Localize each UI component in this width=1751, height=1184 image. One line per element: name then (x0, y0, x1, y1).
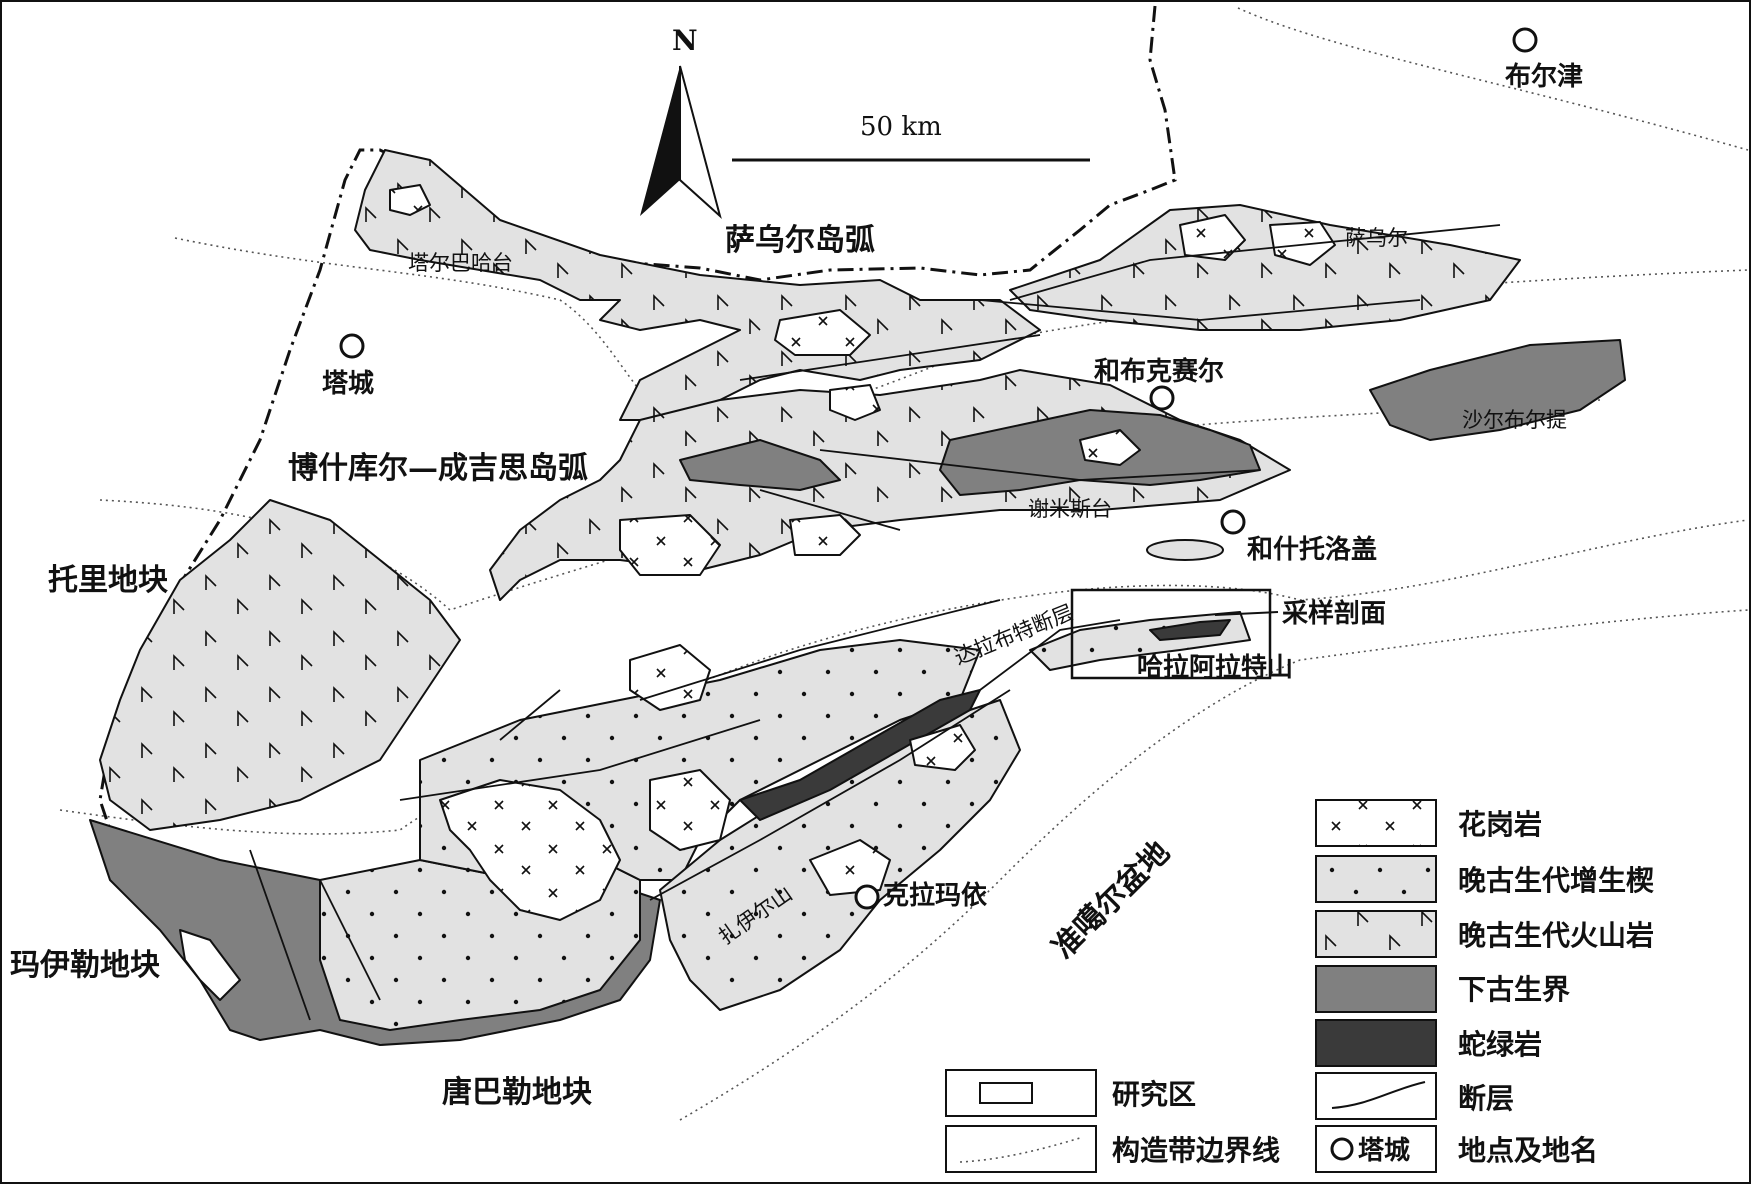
marker-kelamayi (854, 884, 880, 910)
unit-granite-5 (789, 514, 861, 556)
marker-hebukesaier (1149, 385, 1175, 411)
label-buerjin: 布尔津 (1505, 61, 1583, 92)
north-label: N (672, 24, 698, 57)
unit-small-ellipse (1146, 539, 1224, 561)
unit-granite-central (439, 779, 621, 921)
legend-label-granite: 花岗岩 (1458, 808, 1542, 841)
legend-swatch-lower-paleozoic (1315, 965, 1437, 1013)
label-shaerbuerti: 沙尔布尔提 (1462, 408, 1567, 432)
place-markers (339, 27, 1538, 910)
label-tangbale: 唐巴勒地块 (442, 1075, 592, 1110)
marker-buerjin (1512, 27, 1538, 53)
unit-granite-13 (389, 184, 431, 216)
legend-label-volcanic: 晚古生代火山岩 (1458, 919, 1654, 952)
label-tacheng: 塔城 (322, 369, 374, 399)
label-taerbahatai: 塔尔巴哈台 (408, 251, 513, 275)
unit-granite-7 (829, 384, 881, 421)
unit-granite-6 (774, 309, 871, 356)
scale-bar: 50 km (732, 112, 1090, 162)
label-mayile: 玛伊勒地块 (10, 948, 160, 983)
north-arrow: N (640, 24, 722, 219)
legend-swatch-study-area (945, 1069, 1097, 1117)
unit-lower-paleozoic-shaerbuerti (1369, 339, 1626, 441)
legend-swatch-boundary (945, 1125, 1097, 1173)
scale-label: 50 km (860, 112, 942, 142)
legend-label-study-area: 研究区 (1112, 1078, 1196, 1111)
label-sampling: 采样剖面 (1282, 598, 1386, 629)
label-tuoli: 托里地块 (48, 563, 168, 598)
unit-granite-9 (1269, 221, 1336, 266)
label-halaalate: 哈拉阿拉特山 (1137, 652, 1293, 683)
label-hebukesaier: 和布克赛尔 (1094, 356, 1224, 387)
unit-granite-3 (649, 769, 731, 851)
legend-place-sample: 塔城 (1358, 1136, 1410, 1166)
legend-swatch-ophiolite (1315, 1019, 1437, 1067)
sampling-leader (1214, 611, 1279, 616)
legend-label-boundary: 构造带边界线 (1112, 1134, 1280, 1167)
unit-volcanic-tuoli (99, 499, 461, 831)
unit-granite-4 (619, 514, 721, 576)
legend-label-ophiolite: 蛇绿岩 (1458, 1028, 1542, 1061)
legend-label-accretion: 晚古生代增生楔 (1458, 864, 1654, 897)
unit-granite-10 (1079, 429, 1141, 466)
label-sawuer: 萨乌尔 (1345, 226, 1408, 250)
legend-label-lower-paleozoic: 下古生界 (1458, 973, 1570, 1006)
label-xiemisitai: 谢米斯台 (1028, 497, 1112, 521)
study-area-box (1070, 588, 1272, 680)
unit-mayile-lens (179, 929, 241, 1001)
legend-label-place: 地点及地名 (1458, 1134, 1598, 1167)
unit-lower-paleozoic-boshikur (679, 439, 841, 491)
legend-swatch-fault (1315, 1072, 1437, 1120)
label-kelamayi: 克拉玛依 (883, 880, 988, 911)
unit-ophiolite (739, 689, 981, 821)
national-border (98, 5, 1177, 912)
unit-granite-8 (1179, 214, 1246, 261)
marker-tacheng (339, 333, 365, 359)
legend (945, 799, 1437, 1173)
legend-swatch-volcanic (1315, 910, 1437, 958)
label-sawuer-arc: 萨乌尔岛弧 (725, 223, 875, 258)
unit-granite-11 (809, 839, 891, 896)
label-heshituoluogai: 和什托洛盖 (1247, 534, 1377, 565)
legend-swatch-accretion (1315, 855, 1437, 903)
unit-granite-2 (629, 644, 711, 711)
legend-swatch-details: 塔城 (959, 1081, 1426, 1166)
unit-halaalate-ophiolite (1149, 619, 1231, 641)
marker-heshituoluogai (1220, 509, 1246, 535)
fault-lines (249, 224, 1501, 1021)
legend-label-fault: 断层 (1458, 1082, 1514, 1115)
label-boshikur-arc: 博什库尔—成吉思岛弧 (288, 451, 588, 486)
legend-swatch-granite (1315, 799, 1437, 847)
